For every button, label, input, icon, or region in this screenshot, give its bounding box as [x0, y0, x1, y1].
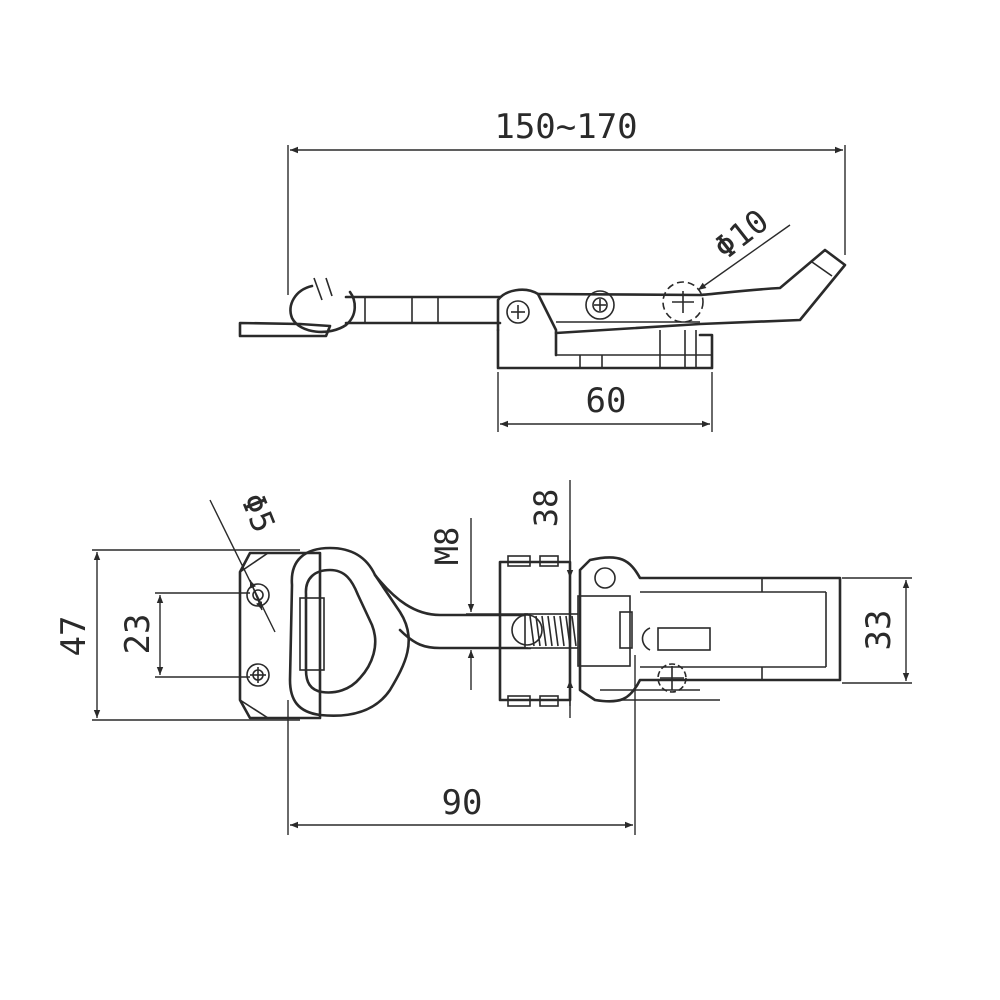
- pin-circle-1-inner: [592, 297, 608, 313]
- thread-3: [541, 615, 547, 647]
- dim-bracket-depth: 38: [527, 480, 574, 718]
- label-catch-height: 33: [859, 610, 899, 651]
- dim-overall-length: 150~170: [287, 107, 846, 295]
- arrows-hole-diameter: [249, 579, 263, 611]
- leader-pin-diameter: [697, 224, 791, 291]
- handle-rivet-bottom: [657, 663, 687, 693]
- label-overall-length: 150~170: [494, 107, 637, 147]
- top-view: [238, 546, 842, 720]
- thread-4: [547, 615, 553, 647]
- thread-8: [571, 615, 577, 647]
- dim-catch-height: 33: [842, 577, 912, 684]
- handle-body: [578, 556, 842, 703]
- nut-thread: [619, 611, 633, 649]
- hook-neck: [373, 573, 532, 617]
- plate-chamfer-bottom: [239, 699, 269, 719]
- adjust-nut: [577, 595, 631, 667]
- base-plate: [496, 328, 714, 370]
- dim-hole-spacing: 23: [118, 592, 250, 678]
- hook-neck-lower: [398, 628, 532, 650]
- label-base-length-top: 90: [442, 783, 483, 823]
- label-thread-size: M8: [428, 527, 466, 566]
- hook-tab: [238, 321, 332, 338]
- dim-thread-size: M8: [428, 518, 528, 690]
- handle-rivet-top: [594, 567, 616, 589]
- dim-base-width-side: 60: [497, 372, 713, 432]
- bracket-tab-top-2: [539, 555, 559, 567]
- handle-slot-curve: [641, 627, 651, 651]
- thread-2: [535, 615, 541, 647]
- hook-plate: [238, 551, 322, 720]
- thread-5: [553, 615, 559, 647]
- label-bracket-depth: 38: [527, 489, 565, 528]
- hook-loop: [289, 284, 357, 334]
- mount-hole-bottom: [246, 663, 270, 687]
- thread-marks: [529, 615, 577, 647]
- dim-base-length-top: 90: [287, 655, 636, 835]
- handle-slot: [657, 627, 711, 651]
- mount-hole-top: [246, 583, 270, 607]
- handle-grip-line: [811, 261, 833, 277]
- hook-loop-top: [288, 546, 410, 717]
- handle-lever: [536, 248, 847, 335]
- pivot-hole-1: [506, 300, 530, 324]
- hook-loop-inner: [304, 568, 377, 694]
- side-view: [238, 248, 847, 370]
- dim-pin-diameter: Φ10: [697, 202, 791, 291]
- hook-tip: [313, 277, 323, 301]
- label-plate-height: 47: [54, 616, 94, 657]
- hook-insert: [299, 597, 325, 671]
- label-pin-diameter: Φ10: [707, 202, 776, 268]
- label-base-width-side: 60: [586, 381, 627, 421]
- thread-1: [529, 615, 535, 647]
- pin-circle-2: [662, 281, 704, 323]
- bracket-tab-top-1: [507, 555, 531, 567]
- hook-tip-edge: [325, 277, 333, 297]
- pin-circle-1: [585, 290, 615, 320]
- bracket-pivot: [511, 614, 543, 646]
- label-hole-diameter: Φ5: [233, 488, 283, 538]
- thread-6: [559, 615, 565, 647]
- pivot-bracket: [496, 288, 558, 357]
- label-hole-spacing: 23: [118, 614, 158, 655]
- leader-hole-diameter: [209, 499, 276, 633]
- bracket-tab-bottom-1: [507, 695, 531, 707]
- dim-plate-height: 47: [54, 549, 300, 721]
- bracket-tab-bottom-2: [539, 695, 559, 707]
